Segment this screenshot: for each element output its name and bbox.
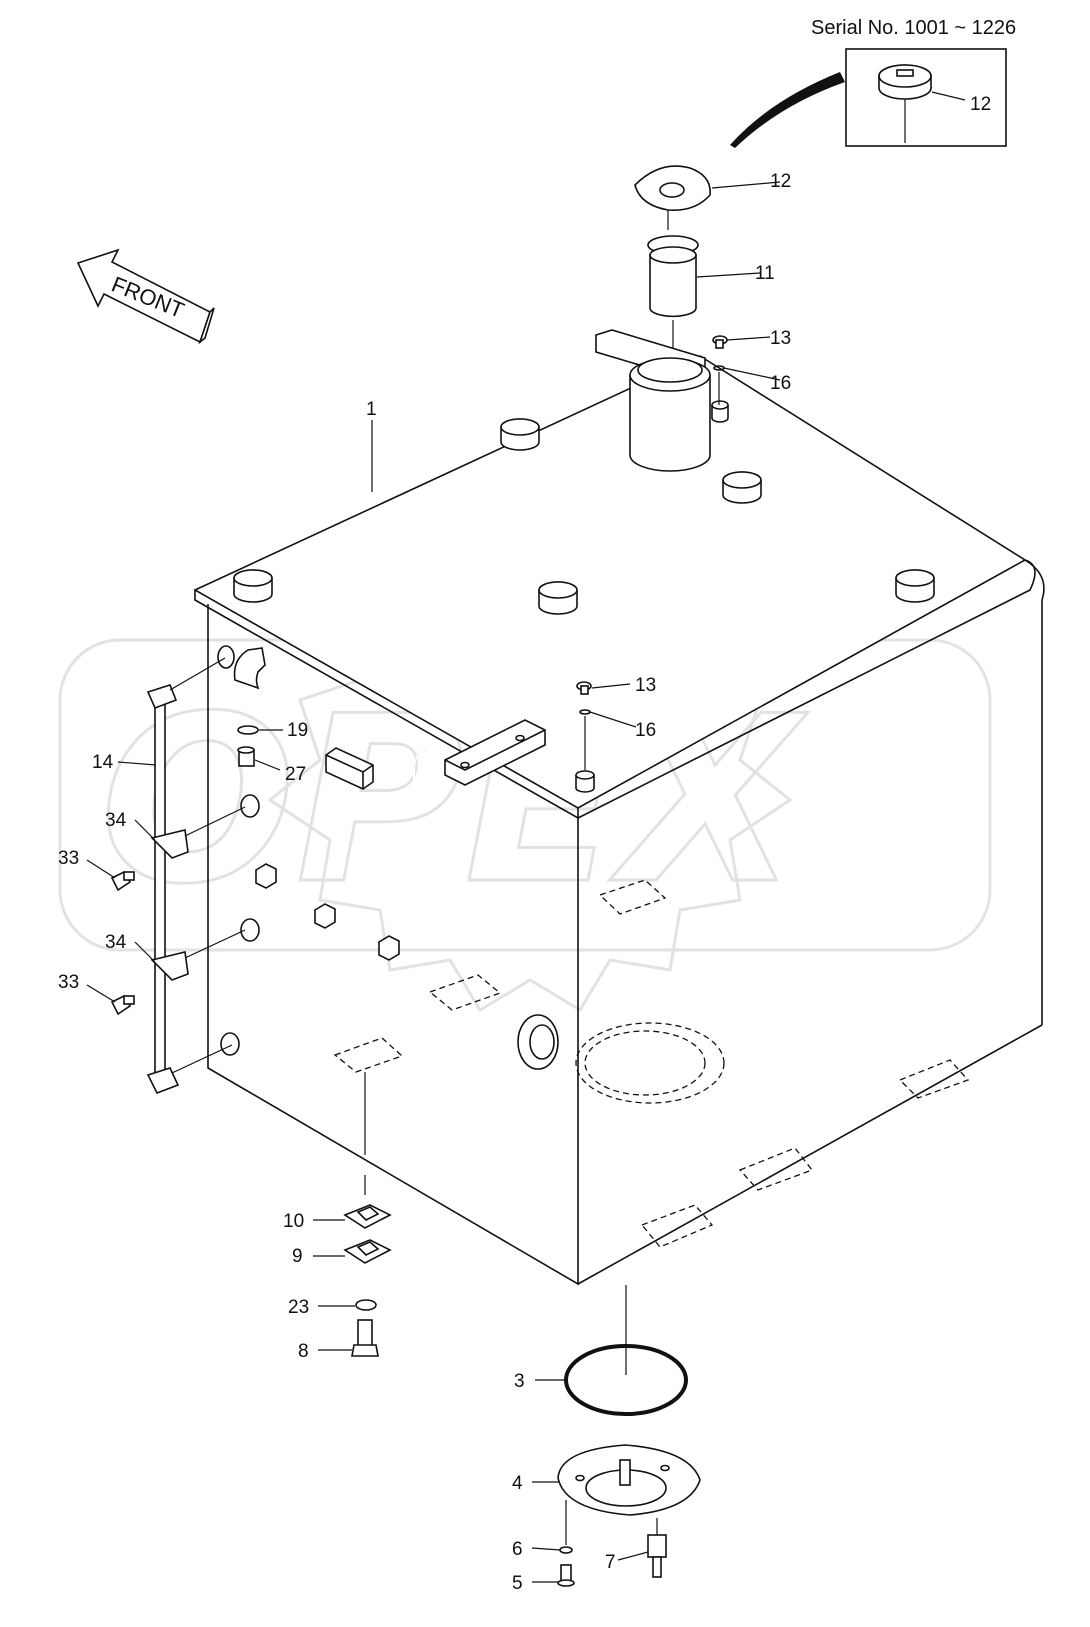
top-bracket [444,719,546,786]
callout-5: 5 [512,1573,523,1594]
callout-34: 34 [105,810,127,831]
callout-1: 1 [366,399,377,420]
callout-33: 33 [58,848,79,869]
callout-16: 16 [770,373,791,394]
callout-9: 9 [292,1246,303,1267]
callout-11: 11 [755,263,775,284]
callout-34: 34 [105,932,127,953]
top-boss [500,418,540,451]
callout-7: 7 [605,1552,616,1573]
filler-neck [595,329,711,472]
callout-19: 19 [287,720,308,741]
strainer-11 [647,235,699,348]
bottom-parts-left [343,1072,392,1357]
callout-12-inset: 12 [970,94,991,115]
cap-12 [634,165,711,230]
callout-6: 6 [512,1539,523,1560]
small-boss [575,770,595,793]
callout-3: 3 [514,1371,525,1392]
top-boss [895,569,935,603]
callout-13: 13 [770,328,791,349]
callout-10: 10 [283,1211,304,1232]
bolt-13-mid [576,681,592,770]
callout-16: 16 [635,720,656,741]
front-arrow: FRONT [76,248,215,345]
callouts: 1 12 11 13 16 13 16 14 19 27 34 33 34 33… [58,171,791,1594]
bottom-dashed-features [333,879,970,1248]
callout-33: 33 [58,972,79,993]
small-boss [711,400,729,423]
side-pad [325,747,374,790]
callout-23: 23 [288,1297,309,1318]
bottom-parts-center [557,1285,701,1587]
callout-14: 14 [92,752,114,773]
square-nut [255,863,400,961]
top-boss [233,569,273,603]
level-gauge-assembly [110,657,259,1095]
callout-4: 4 [512,1473,523,1494]
side-boss [217,645,260,1056]
top-boss [722,471,762,504]
callout-13: 13 [635,675,656,696]
callout-leaders [86,181,781,1583]
callout-8: 8 [298,1341,309,1362]
elbow-fitting [233,647,266,690]
callout-12: 12 [770,171,791,192]
inset-arrow [730,72,845,148]
callout-27: 27 [285,764,306,785]
serial-inset: Serial No. 1001 ~ 1226 12 [811,17,1016,147]
serial-note: Serial No. 1001 ~ 1226 [811,17,1016,39]
top-boss [538,581,578,615]
tank-body [193,329,1045,1286]
side-port [517,1014,559,1070]
